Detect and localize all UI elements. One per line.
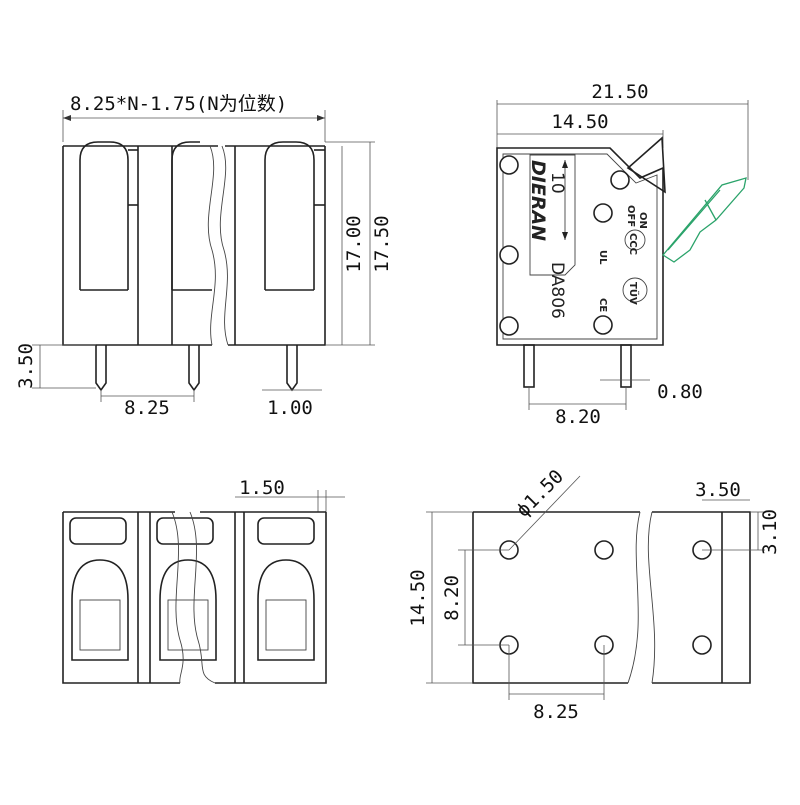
side-current-text: 10: [547, 172, 567, 194]
side-off-label: OFF: [625, 205, 636, 227]
front-width-arrow-right: [317, 115, 325, 121]
top-hole-6: [692, 635, 712, 655]
bottom-cell-3-well: [257, 559, 315, 661]
front-break-curve-1: [207, 145, 216, 346]
top-row-spacing-label: 8.20: [441, 575, 463, 621]
bottom-view: 1.50: [62, 477, 345, 684]
bottom-cell-3-top: [257, 517, 315, 545]
bottom-cell-1-top: [69, 517, 127, 545]
bottom-break-curve-2: [189, 511, 216, 684]
side-hole-5: [593, 315, 613, 335]
side-pin-right: [620, 344, 632, 388]
top-view: ϕ1.50 3.50 3.10 14.50 8.20 8.25: [407, 466, 781, 723]
bottom-cell-1: [69, 517, 129, 661]
side-view: 21.50 14.50 DIERAN DA806 10 ON OFF: [496, 81, 749, 428]
front-pole-1: [79, 141, 129, 290]
bottom-body-left: [62, 512, 180, 684]
side-pin-thickness-label: 0.80: [657, 381, 703, 403]
cert-ccc-text: CCC: [627, 233, 638, 255]
bottom-cell-2-well: [159, 559, 217, 661]
side-hole-4: [593, 203, 613, 223]
side-label-plate: [529, 154, 576, 276]
front-height-inner-label: 17.00: [343, 215, 365, 272]
side-pin-spacing-label: 8.20: [555, 406, 601, 428]
side-on-label: ON: [637, 212, 648, 229]
top-pitch-label: 8.25: [533, 701, 579, 723]
side-hole-3: [499, 316, 519, 336]
cert-tuv-text: TÜV: [627, 282, 641, 305]
side-lever-open-detail: [667, 189, 721, 251]
bottom-body-right: [215, 512, 327, 684]
side-hole-6: [610, 170, 630, 190]
front-pole-2: [171, 141, 200, 290]
bottom-cell-1-inner: [79, 599, 121, 651]
bottom-offset-label: 1.50: [239, 477, 285, 499]
bottom-cell-3: [257, 517, 315, 661]
front-height-outer-label: 17.50: [371, 215, 393, 272]
top-body-right: [652, 511, 751, 684]
cert-ce-text: CE: [597, 298, 608, 312]
side-pin-left: [523, 344, 535, 388]
cert-ccc-icon: [624, 229, 646, 251]
side-body-width-label: 14.50: [551, 111, 608, 133]
side-model-text: DA806: [547, 262, 567, 319]
side-lever-open: [662, 177, 747, 263]
top-hole-diameter-label: ϕ1.50: [512, 466, 568, 522]
front-pin-length-label: 3.50: [15, 343, 37, 389]
side-total-width-label: 21.50: [591, 81, 648, 103]
bottom-cell-3-inner: [265, 599, 307, 651]
front-width-formula-label: 8.25*N-1.75(N为位数): [70, 93, 287, 115]
front-pitch-label: 8.25: [124, 397, 170, 419]
front-pin-3: [286, 345, 298, 392]
top-diameter-leader: [508, 475, 581, 551]
top-break-curve-1: [627, 511, 641, 684]
side-hole-2: [499, 245, 519, 265]
side-current-arrow-up: [562, 160, 568, 168]
bottom-break-curve-1: [171, 511, 184, 684]
cert-ul-text: UL: [597, 250, 608, 265]
side-hole-1: [499, 155, 519, 175]
side-lever-closed: [626, 136, 666, 194]
top-edge-offset-x-label: 3.50: [695, 479, 741, 501]
top-edge-offset-y-label: 3.10: [759, 509, 781, 555]
top-hole-2: [594, 540, 614, 560]
bottom-cell-2-inner: [167, 599, 209, 651]
front-pin-1: [95, 345, 107, 392]
top-body-left: [472, 512, 628, 684]
side-body-inner-outline: [502, 153, 658, 340]
bottom-cell-2: [156, 517, 217, 661]
side-brand-text: DIERAN: [527, 160, 549, 241]
front-pole-3: [264, 141, 315, 290]
bottom-cell-2-top: [156, 517, 214, 545]
front-width-arrow-left: [63, 115, 71, 121]
bottom-cell-1-well: [71, 559, 129, 661]
front-pin-2: [188, 345, 200, 392]
front-break-curve-2: [219, 145, 229, 346]
front-pin-width-label: 1.00: [267, 397, 313, 419]
front-body-outline-right: [228, 146, 326, 346]
side-current-arrow-down: [562, 232, 568, 240]
cert-tuv-icon: [622, 277, 648, 303]
top-depth-label: 14.50: [407, 569, 429, 626]
front-view: 8.25*N-1.75(N为位数): [15, 93, 393, 419]
top-break-curve-2: [647, 511, 656, 684]
